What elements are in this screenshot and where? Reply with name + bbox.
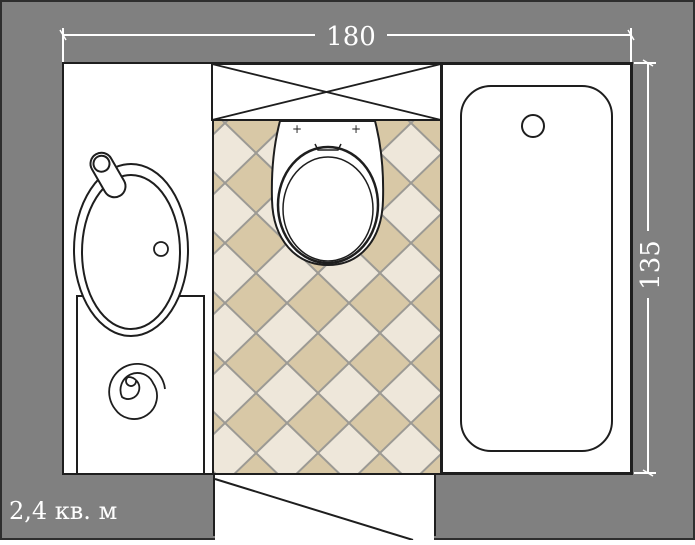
- door: [214, 478, 414, 541]
- spiral-icon: [108, 363, 166, 420]
- bathtub-drain-icon: [521, 114, 545, 138]
- bathtub: [441, 63, 632, 474]
- area-label: 2,4 кв. м: [9, 497, 117, 525]
- installation-box: [211, 63, 442, 121]
- washbasin: [73, 151, 189, 337]
- height-label: 135: [636, 240, 666, 290]
- height-dimension: [634, 59, 656, 477]
- vanity-cabinet: [76, 295, 205, 475]
- width-label: 180: [326, 22, 376, 52]
- drain-icon: [153, 241, 169, 257]
- hinge-mark-left: +: [292, 122, 302, 136]
- width-dimension: [59, 28, 635, 62]
- toilet: + +: [270, 120, 385, 267]
- faucet-icon: [89, 151, 127, 199]
- hinge-mark-right: +: [351, 122, 361, 136]
